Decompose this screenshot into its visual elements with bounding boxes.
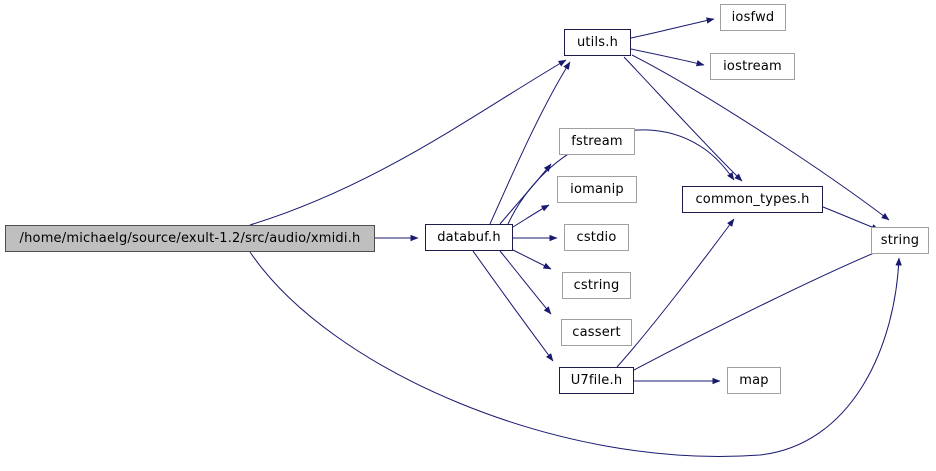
graph-node-label: cassert [572, 325, 621, 340]
graph-node-cassert[interactable]: cassert [561, 319, 632, 346]
graph-node-iosfwd[interactable]: iosfwd [720, 4, 786, 31]
graph-node-cstring[interactable]: cstring [562, 272, 631, 299]
graph-node-label: string [880, 233, 920, 248]
graph-edge-utils-to-string [631, 54, 890, 221]
graph-node-utils[interactable]: utils.h [564, 29, 631, 56]
graph-node-string[interactable]: string [871, 227, 929, 254]
graph-node-map[interactable]: map [727, 367, 781, 394]
graph-node-label: cstring [573, 278, 620, 293]
graph-node-label: map [739, 373, 769, 388]
graph-edge-databuf-to-utils [489, 61, 571, 225]
graph-node-label: cstdio [576, 230, 617, 245]
graph-edge-utils-to-iosfwd [630, 17, 715, 39]
graph-node-label: iosfwd [731, 10, 775, 25]
graph-edge-utils-to-iostream [630, 48, 705, 67]
graph-node-label: common_types.h [695, 192, 810, 207]
graph-node-cstdio[interactable]: cstdio [564, 224, 629, 251]
graph-node-label: fstream [571, 134, 623, 149]
graph-edge-u7file-to-string [633, 247, 887, 371]
graph-node-label: utils.h [576, 35, 619, 50]
graph-node-common_types[interactable]: common_types.h [682, 186, 823, 213]
graph-edge-databuf-to-u7file [472, 250, 554, 362]
graph-node-iostream[interactable]: iostream [710, 53, 795, 80]
graph-node-label: iomanip [570, 182, 624, 197]
edge-group [249, 17, 902, 457]
graph-edge-databuf-to-common_types [507, 129, 735, 225]
graph-node-label: U7file.h [570, 373, 623, 388]
graph-node-u7file[interactable]: U7file.h [559, 367, 634, 394]
graph-edge-databuf-to-cstring [512, 249, 552, 270]
graph-edge-databuf-to-iomanip [512, 204, 550, 228]
graph-edge-databuf-to-cassert [499, 250, 552, 315]
graph-edge-u7file-to-common_types [616, 218, 735, 368]
graph-node-xmidi[interactable]: /home/michaelg/source/exult-1.2/src/audi… [5, 225, 375, 252]
graph-node-label: /home/michaelg/source/exult-1.2/src/audi… [19, 231, 361, 246]
graph-node-fstream[interactable]: fstream [559, 128, 635, 155]
graph-edge-utils-to-common_types [623, 56, 743, 182]
graph-node-iomanip[interactable]: iomanip [557, 176, 637, 203]
graph-edge-xmidi-to-string [249, 251, 902, 457]
graph-node-databuf[interactable]: databuf.h [425, 224, 513, 251]
graph-node-label: iostream [723, 59, 782, 74]
graph-node-label: databuf.h [437, 230, 501, 245]
graph-edge-xmidi-to-utils [249, 59, 567, 226]
